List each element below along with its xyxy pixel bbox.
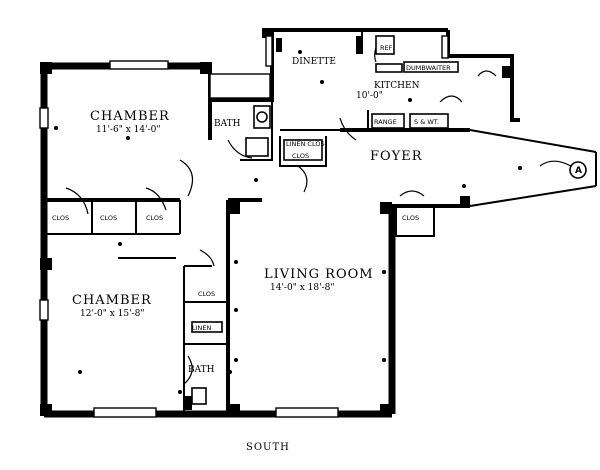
dinette-name: DINETTE bbox=[292, 57, 336, 67]
closet-label-a: CLOS bbox=[52, 214, 69, 222]
closet-label-b: CLOS bbox=[100, 214, 117, 222]
living-room-name: LIVING ROOM bbox=[264, 267, 374, 282]
bath2-name: BATH bbox=[188, 365, 215, 375]
outlets bbox=[54, 50, 522, 394]
dumbwaiter-label: DUMBWAITER bbox=[406, 64, 451, 72]
bath1-name: BATH bbox=[214, 119, 241, 129]
chamber1-dim: 11'-6" x 14'-0" bbox=[96, 125, 160, 135]
pilasters bbox=[40, 28, 514, 416]
chamber2-name: CHAMBER bbox=[72, 293, 152, 308]
linen-tall-label: LINEN bbox=[192, 324, 212, 332]
entrance-marker: A bbox=[569, 161, 587, 179]
room-labels: CHAMBER 11'-6" x 14'-0" CHAMBER 12'-0" x… bbox=[72, 57, 423, 375]
linen-closet-label: LINEN CLOS bbox=[286, 140, 325, 148]
exterior-walls bbox=[40, 28, 597, 418]
ref-label: REF bbox=[380, 44, 393, 52]
closet-label-c: CLOS bbox=[146, 214, 163, 222]
living-room-dim: 14'-0" x 18'-8" bbox=[270, 283, 334, 293]
kitchen-name: KITCHEN bbox=[374, 81, 420, 91]
foyer-name: FOYER bbox=[370, 149, 423, 164]
interior-walls bbox=[44, 30, 435, 414]
closet-label-d: CLOS bbox=[198, 290, 215, 298]
windows bbox=[39, 35, 449, 418]
range-label: RANGE bbox=[374, 118, 397, 126]
sink-label: S & WT. bbox=[414, 118, 439, 126]
door-swings bbox=[65, 39, 581, 385]
chamber1-name: CHAMBER bbox=[90, 109, 170, 124]
fixtures bbox=[184, 35, 459, 410]
small-labels: LINEN CLOS CLOS CLOS CLOS CLOS CLOS CLOS… bbox=[52, 44, 451, 332]
entrance-marker-letter: A bbox=[575, 166, 582, 176]
kitchen-dim: 10'-0" bbox=[356, 91, 383, 101]
chamber2-dim: 12'-0" x 15'-8" bbox=[80, 309, 144, 319]
hall-closet-label: CLOS bbox=[292, 152, 309, 160]
orientation-label: SOUTH bbox=[246, 442, 290, 453]
foyer-closet-label: CLOS bbox=[402, 214, 419, 222]
